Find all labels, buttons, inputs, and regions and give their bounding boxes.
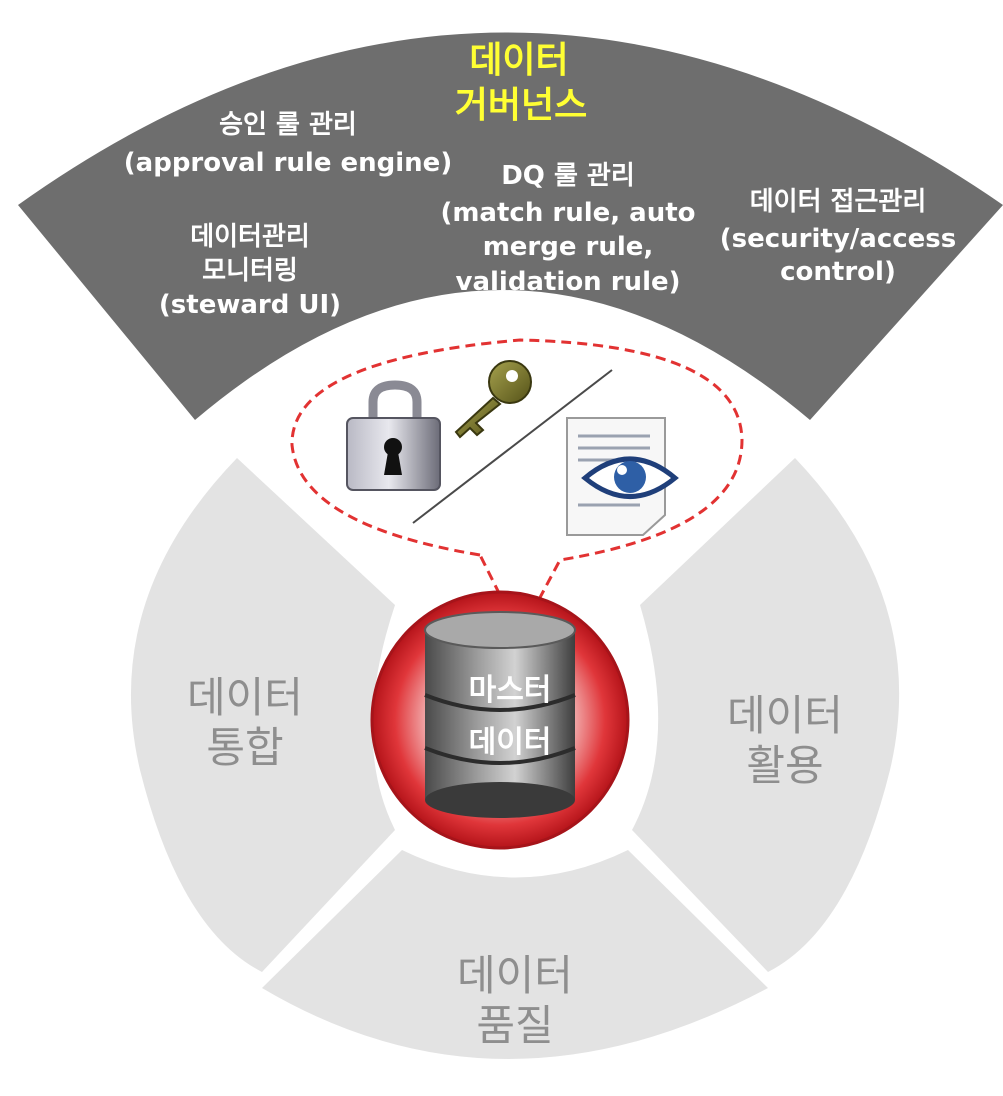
approval-rule-title: 승인 룰 관리 [219, 110, 357, 140]
callout-bubble [290, 338, 744, 639]
segment-integration [130, 458, 395, 972]
quality-label-1: 데이터 [457, 951, 573, 1000]
document-eye-icon [566, 417, 679, 536]
approval-rule-subtitle: (approval rule engine) [124, 148, 452, 178]
database-icon [424, 611, 576, 818]
dq-rule-line2: (match rule, auto [440, 198, 695, 228]
dq-rule-line3: merge rule, [483, 232, 654, 262]
governance-title-line1: 데이터 [469, 40, 568, 81]
integration-label-1: 데이터 [187, 673, 303, 722]
monitoring-title-2: 모니터링 [202, 256, 298, 286]
padlock-icon [346, 380, 441, 491]
monitoring-title: 데이터관리 [190, 222, 310, 252]
segment-quality [262, 850, 768, 1059]
monitoring-subtitle: (steward UI) [159, 290, 341, 320]
utilization-label-1: 데이터 [727, 691, 843, 740]
segment-utilization [632, 458, 900, 972]
quality-label-2: 품질 [476, 1001, 553, 1050]
utilization-label-2: 활용 [746, 741, 823, 790]
master-data-label-1: 마스터 [469, 673, 552, 708]
key-icon [454, 360, 532, 439]
master-data-label-2: 데이터 [469, 725, 552, 760]
integration-label-2: 통합 [206, 723, 283, 772]
access-mgmt-line3: control) [780, 257, 896, 287]
callout-divider [412, 369, 613, 524]
dq-rule-line4: validation rule) [456, 267, 681, 297]
access-mgmt-title: 데이터 접근관리 [750, 187, 927, 217]
governance-band [18, 32, 1003, 420]
access-mgmt-line2: (security/access [720, 224, 956, 254]
governance-title-line2: 거버넌스 [455, 85, 587, 126]
dq-rule-title: DQ 룰 관리 [501, 161, 635, 191]
